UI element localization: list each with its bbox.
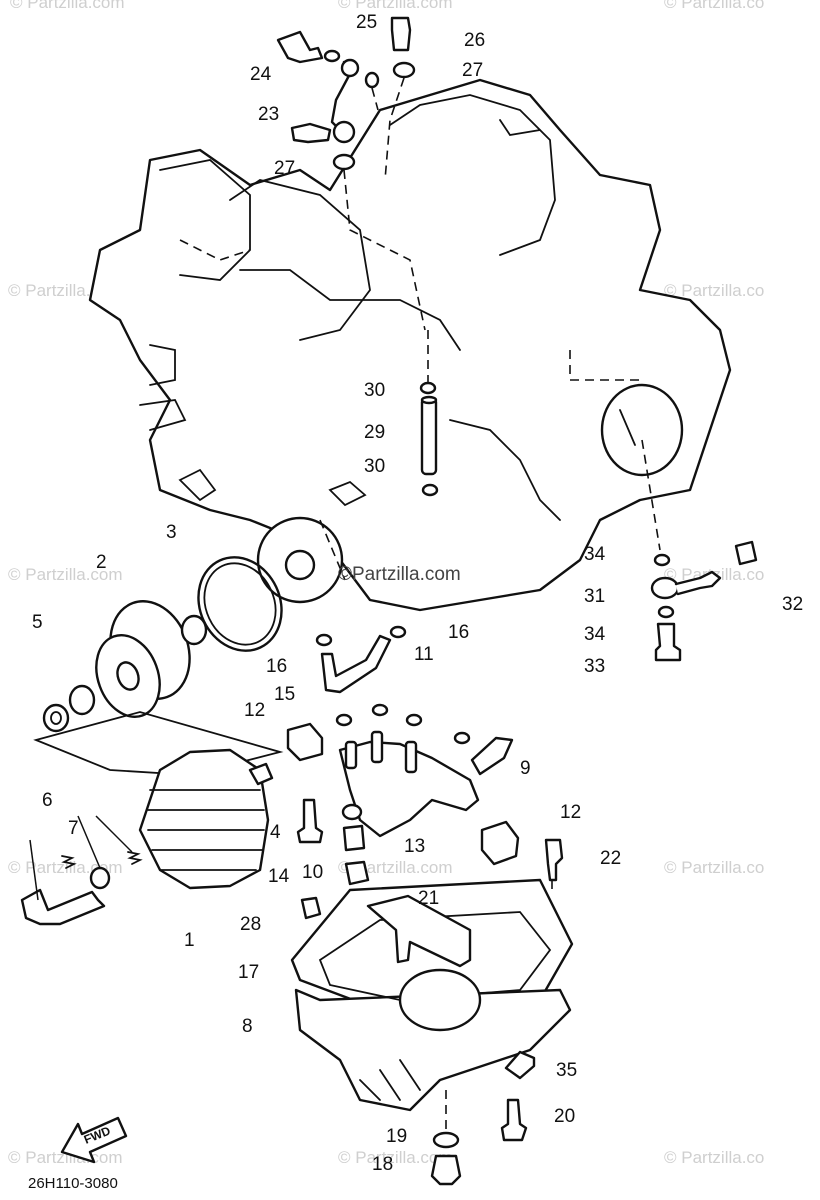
callout-15: 15 (274, 684, 295, 705)
callout-25: 25 (356, 12, 377, 33)
callout-layer: 1234567891011121213141516161718192021222… (32, 12, 803, 1175)
callout-33: 33 (584, 656, 605, 677)
callout-9: 9 (520, 758, 531, 779)
callout-18: 18 (372, 1154, 393, 1175)
oil-pan-assembly (290, 878, 574, 1186)
watermark-text: © Partzilla.com (338, 1148, 453, 1167)
callout-6: 6 (42, 790, 53, 811)
oil-pipe-29 (419, 330, 439, 497)
callout-12: 12 (560, 802, 581, 823)
callout-12: 12 (244, 700, 265, 721)
callout-19: 19 (386, 1126, 407, 1147)
callout-4: 4 (270, 822, 281, 843)
callout-1: 1 (184, 930, 195, 951)
watermark-text: © Partzilla.co (664, 1148, 764, 1167)
callout-3: 3 (166, 522, 177, 543)
callout-34: 34 (584, 624, 606, 645)
watermark-text: © Partzilla.co (664, 0, 764, 12)
oil-strainer-assembly (286, 625, 564, 886)
callout-31: 31 (584, 586, 605, 607)
callout-32: 32 (782, 594, 803, 615)
watermark-text: © Partzilla.com (8, 565, 123, 584)
oil-filter-assembly (20, 556, 284, 926)
callout-23: 23 (258, 104, 279, 125)
diagram-code: 26H110-3080 (28, 1175, 118, 1192)
callout-17: 17 (238, 962, 259, 983)
callout-14: 14 (268, 866, 290, 887)
callout-7: 7 (68, 818, 79, 839)
callout-26: 26 (464, 30, 485, 51)
callout-24: 24 (250, 64, 272, 85)
callout-34: 34 (584, 544, 606, 565)
callout-10: 10 (302, 862, 323, 883)
oil-delivery-pipe-assembly (276, 16, 426, 331)
watermark-text: © Partzilla.co (664, 858, 764, 877)
callout-35: 35 (556, 1060, 577, 1081)
callout-20: 20 (554, 1106, 575, 1127)
callout-27: 27 (274, 158, 295, 179)
callout-22: 22 (600, 848, 621, 869)
callout-2: 2 (96, 552, 107, 573)
callout-16: 16 (266, 656, 287, 677)
callout-30: 30 (364, 380, 385, 401)
watermark-text: © Partzilla.co (664, 281, 764, 300)
union-bolt-assembly-31-34 (641, 439, 758, 662)
callout-28: 28 (240, 914, 261, 935)
callout-11: 11 (414, 644, 434, 665)
callout-8: 8 (242, 1016, 253, 1037)
callout-27: 27 (462, 60, 483, 81)
callout-13: 13 (404, 836, 425, 857)
callout-16: 16 (448, 622, 469, 643)
watermark-text: © Partzilla.com (338, 0, 453, 12)
watermark-text: © Partzilla.com (10, 0, 125, 12)
callout-21: 21 (418, 888, 439, 909)
callout-30: 30 (364, 456, 385, 477)
engine-crankcase (88, 78, 732, 612)
callout-5: 5 (32, 612, 43, 633)
callout-29: 29 (364, 422, 385, 443)
center-watermark: ©Partzilla.com (338, 564, 461, 585)
